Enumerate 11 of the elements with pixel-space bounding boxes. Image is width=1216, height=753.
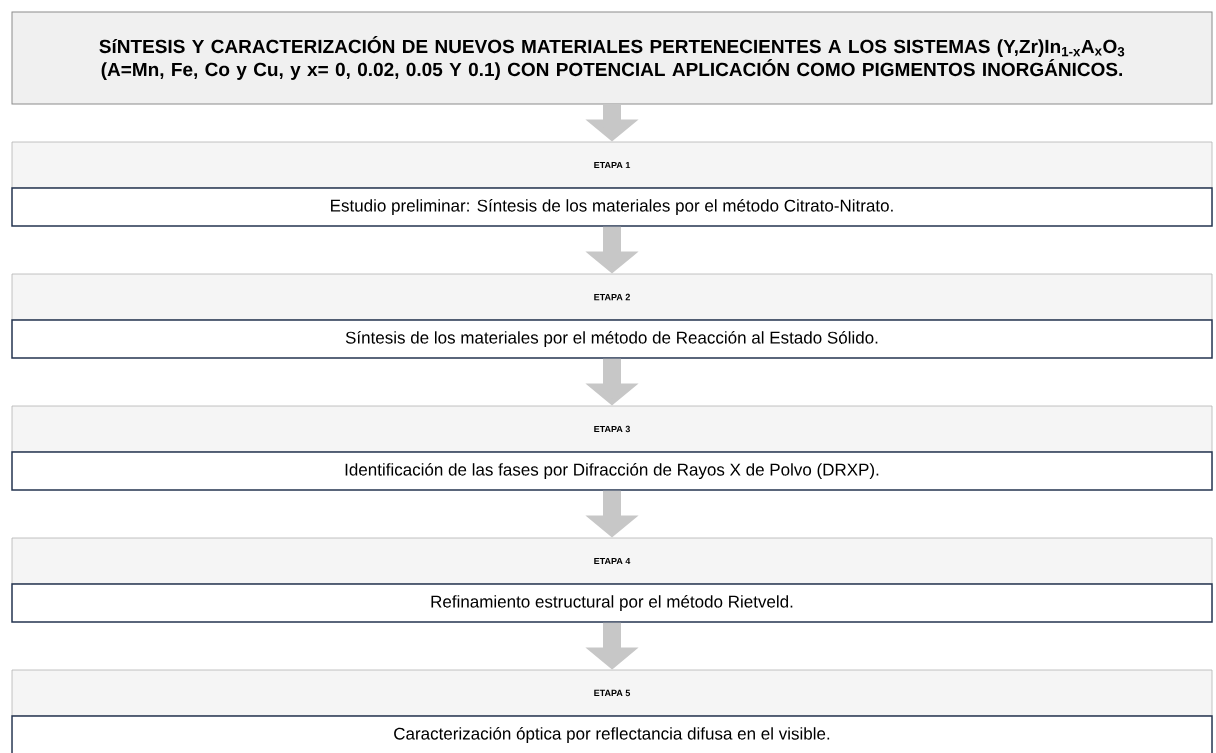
stage-header-band: ETAPA 2 xyxy=(11,273,1213,321)
title-box: SíNTESIS Y CARACTERIZACIÓN DE NUEVOS MATERIALES PERTENECIENTES A LOS SISTEMAS (Y,Zr)In$_{1-x}$A$_{x}$O$_{3}$ (A=Mn, Fe, Co y Cu, y x= 0, 0.02, 0.05 Y 0.1) CON POTENCIAL APLICACIÓN COMO PIGMENTOS INORGÁNICOS. xyxy=(11,11,1213,105)
step-box: Síntesis de los materiales por el método de Reacción al Estado Sólido. xyxy=(11,319,1213,359)
step-box: Identificación de las fases por Difracción de Rayos X de Polvo (DRXP). xyxy=(11,451,1213,491)
stage-header-band: ETAPA 1 xyxy=(11,141,1213,189)
step-box: Caracterización óptica por reflectancia difusa en el visible. xyxy=(11,715,1213,753)
stage-header-band: ETAPA 5 xyxy=(11,669,1213,717)
step-box: Estudio preliminar: Síntesis de los materiales por el método Citrato-Nitrato. xyxy=(11,187,1213,227)
step-box: Refinamiento estructural por el método Rietveld. xyxy=(11,583,1213,623)
stage-header-band: ETAPA 3 xyxy=(11,405,1213,453)
stage-header-band: ETAPA 4 xyxy=(11,537,1213,585)
